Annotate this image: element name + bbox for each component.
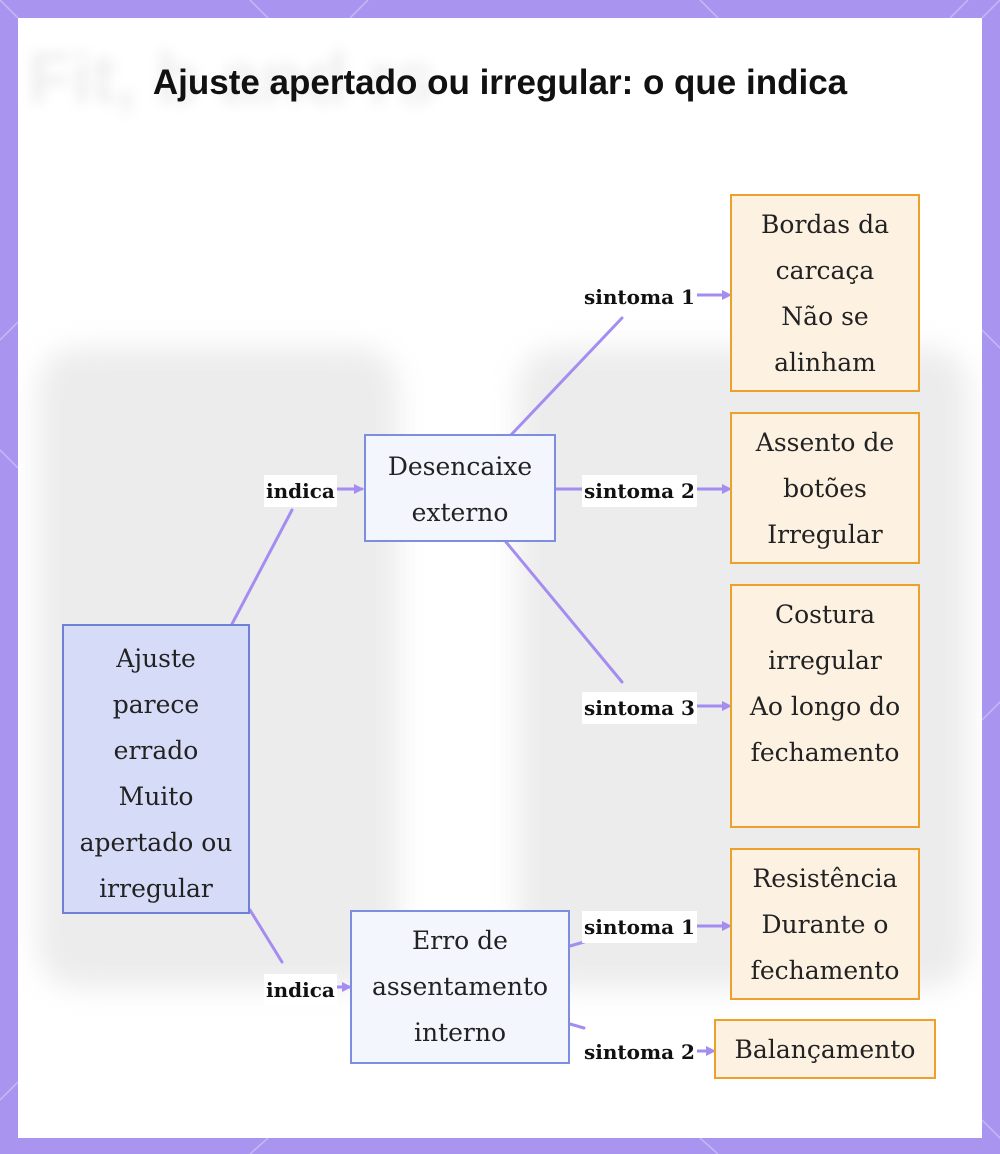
node-text-line: assentamento [371, 972, 549, 1001]
node-text-line: fechamento [750, 956, 900, 985]
node-text-line: alinham [774, 348, 876, 377]
node-text-line: Costura [774, 600, 875, 629]
node-text-line: Durante o [761, 910, 889, 939]
edge-label-sintoma: sintoma 2 [582, 475, 697, 507]
root-node: Ajuste parece errado Muito apertado ou i… [62, 624, 250, 914]
node-text-line: irregular [768, 646, 882, 675]
node-text-line: Erro de [412, 926, 508, 955]
leaf-balancamento: Balançamento [714, 1019, 936, 1079]
node-text-line: fechamento [750, 738, 900, 767]
edge-label-indica: indica [264, 974, 337, 1006]
arrowhead [342, 982, 352, 992]
arrowhead [722, 701, 732, 711]
background-ghost-heading: Fit, b and rs [28, 39, 437, 119]
connector [508, 316, 624, 438]
arrowhead [722, 484, 732, 494]
arrowhead [354, 484, 364, 494]
node-text-line: Assento de [755, 428, 895, 457]
leaf-assento-botoes: Assento de botões Irregular [730, 412, 920, 564]
arrowhead [706, 1046, 716, 1056]
node-text-line: Muito [118, 782, 194, 811]
node-text-line: botões [783, 474, 867, 503]
node-text-line: Irregular [767, 520, 883, 549]
node-text-line: carcaça [775, 256, 875, 285]
node-text-line: Desencaixe [387, 452, 533, 481]
node-text-line: Balançamento [734, 1035, 916, 1064]
node-text-line: errado [113, 736, 199, 765]
node-text-line: interno [413, 1018, 507, 1047]
node-text-line: Ajuste [116, 644, 196, 673]
edge-label-sintoma: sintoma 3 [582, 692, 697, 724]
node-text-line: Resistência [752, 864, 898, 893]
node-text-line: apertado ou [79, 828, 233, 857]
node-text-line: Ao longo do [749, 692, 901, 721]
edge-label-sintoma: sintoma 2 [582, 1036, 697, 1068]
connector [504, 540, 624, 684]
node-text-line: irregular [99, 874, 213, 903]
node-erro-assentamento: Erro de assentamento interno [350, 910, 570, 1064]
node-text-line: Não se [781, 302, 869, 331]
arrowhead [722, 290, 732, 300]
connector [230, 508, 294, 626]
edge-label-indica: indica [264, 475, 337, 507]
node-text-line: externo [411, 498, 509, 527]
node-desencaixe-externo: Desencaixe externo [364, 434, 556, 542]
leaf-bordas-carcaca: Bordas da carcaça Não se alinham [730, 194, 920, 392]
leaf-resistencia: Resistência Durante o fechamento [730, 848, 920, 1000]
arrowhead [722, 921, 732, 931]
node-text-line: Bordas da [761, 210, 889, 239]
edge-label-sintoma: sintoma 1 [582, 911, 697, 943]
connector [248, 908, 284, 964]
connector [568, 1022, 586, 1030]
connector [568, 940, 586, 948]
edge-label-sintoma: sintoma 1 [582, 281, 697, 313]
page-title: Ajuste apertado ou irregular: o que indi… [152, 63, 848, 102]
leaf-costura-irregular: Costura irregular Ao longo do fechamento [730, 584, 920, 828]
node-text-line: parece [112, 690, 200, 719]
